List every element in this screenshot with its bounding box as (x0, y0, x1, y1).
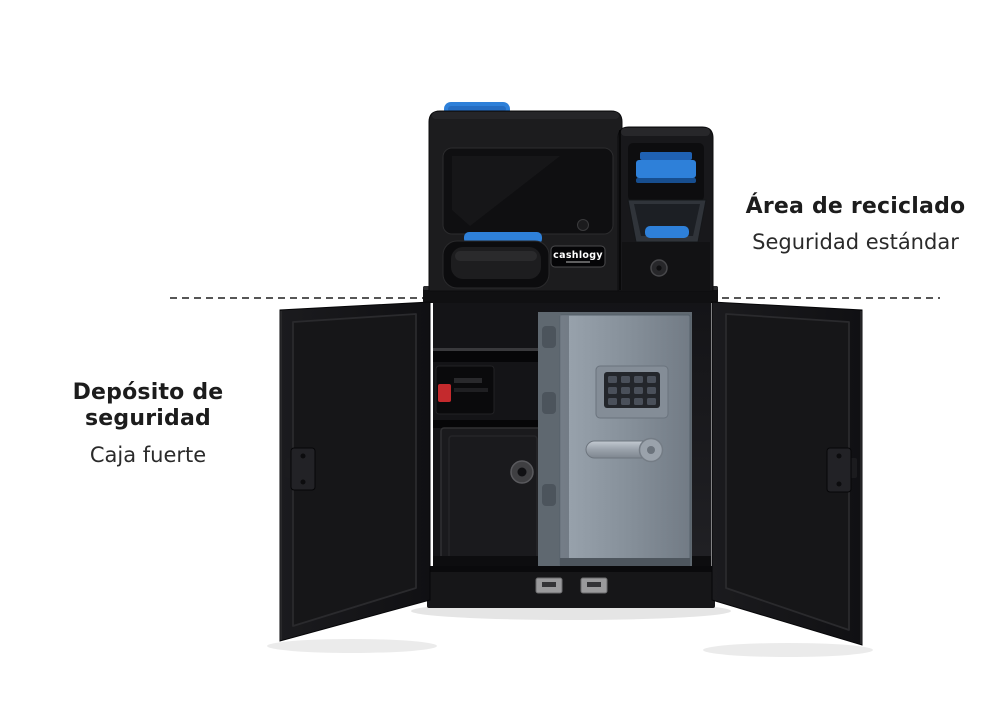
base-plinth (427, 566, 715, 608)
blue-handle-hopper (645, 226, 689, 238)
security-deposit-annotation: Depósito de seguridad Caja fuerte (8, 380, 288, 468)
note-clip-top (640, 152, 692, 160)
banknote-module (617, 126, 714, 292)
safe-handle (585, 437, 664, 463)
interior-device (435, 365, 495, 415)
lock-icon (577, 219, 589, 231)
connector-ports (535, 577, 608, 594)
inner-compartment-door (440, 427, 546, 575)
security-deposit-subtitle: Caja fuerte (89, 442, 207, 467)
recycling-area-subtitle: Seguridad estándar (752, 230, 959, 255)
brand-badge-label: cashlogy (553, 250, 603, 261)
right-door (711, 301, 863, 646)
safe-hinges (542, 326, 556, 506)
coin-tray (442, 232, 550, 289)
door-lock-hardware (826, 447, 857, 493)
top-unit: cashlogy (428, 102, 714, 292)
left-door (279, 301, 431, 642)
recycling-area-title: Área de reciclado (745, 194, 966, 219)
safe-keypad (595, 365, 669, 419)
note-clip (636, 160, 696, 178)
safe (538, 312, 692, 568)
keypad-icon (604, 372, 660, 408)
security-deposit-title: Depósito de seguridad (72, 380, 224, 432)
brand-badge: cashlogy (550, 245, 606, 268)
door-lock-hardware (285, 447, 316, 491)
recycling-area-annotation: Área de reciclado Seguridad estándar (698, 194, 1000, 256)
